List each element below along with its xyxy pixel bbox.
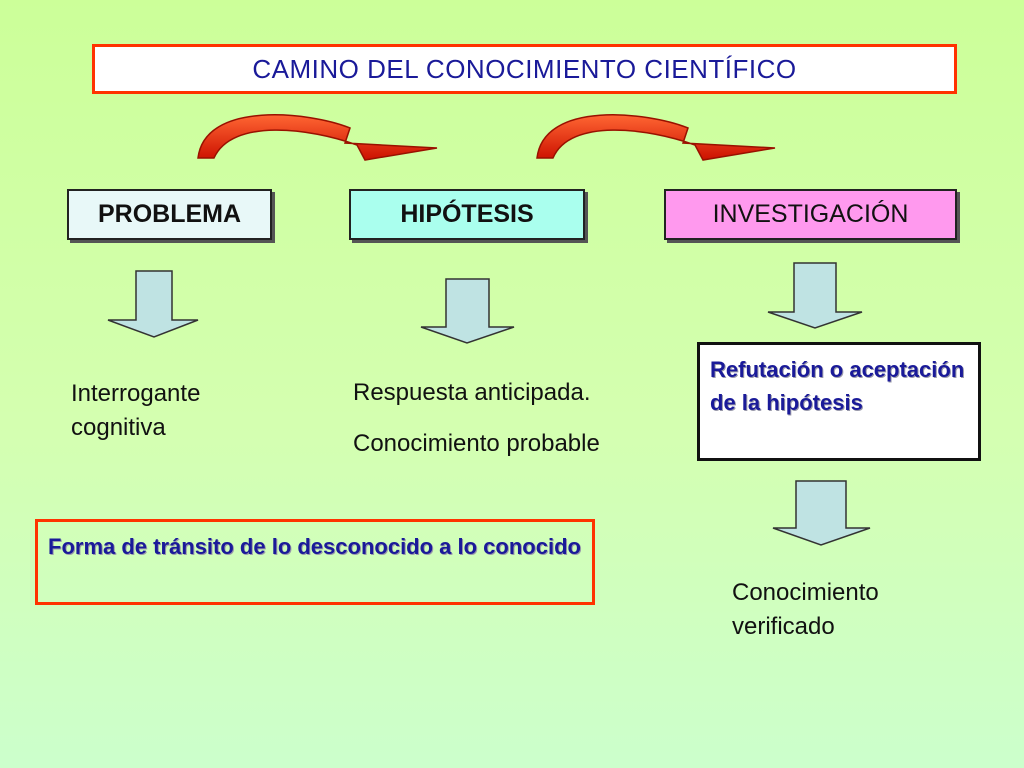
- diagram-title: CAMINO DEL CONOCIMIENTO CIENTÍFICO: [92, 44, 957, 94]
- text-conocimiento-probable: Conocimiento probable: [353, 430, 600, 457]
- curved-arrow-problema-hipotesis: [197, 114, 438, 161]
- down-arrow-investigacion: [767, 262, 863, 329]
- text-conocimiento-verificado: Conocimiento verificado: [732, 579, 879, 640]
- curved-arrow-hipotesis-investigacion: [536, 114, 776, 161]
- down-arrow-hipotesis: [420, 278, 515, 344]
- down-arrow-refutacion: [772, 480, 871, 546]
- node-problema: PROBLEMA: [67, 189, 272, 240]
- definition-box: Forma de tránsito de lo desconocido a lo…: [35, 519, 595, 605]
- node-investigacion: INVESTIGACIÓN: [664, 189, 957, 240]
- refutacion-box: Refutación o aceptación de la hipótesis: [697, 342, 981, 461]
- text-respuesta-anticipada: Respuesta anticipada.: [353, 379, 591, 406]
- down-arrow-problema: [107, 270, 199, 338]
- text-interrogante-cognitiva: Interrogante cognitiva: [71, 380, 201, 441]
- node-hipotesis: HIPÓTESIS: [349, 189, 585, 240]
- text-respuesta-block: Respuesta anticipada. Conocimiento proba…: [353, 367, 663, 469]
